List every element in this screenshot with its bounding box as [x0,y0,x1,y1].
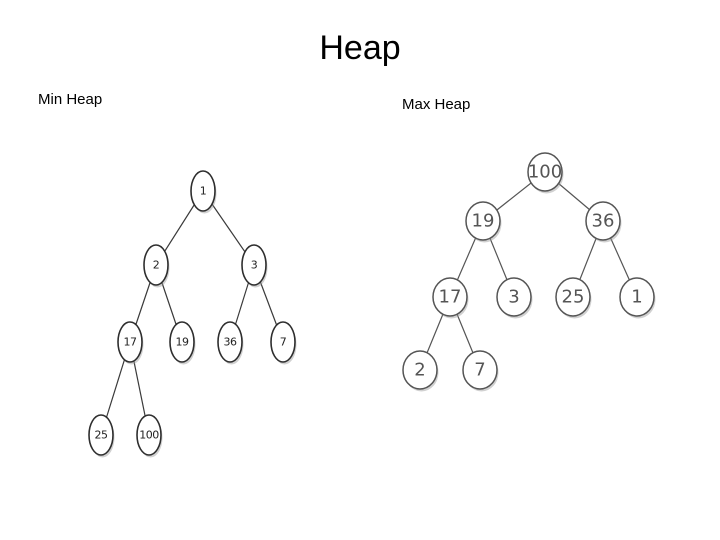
max-heap-caption: Max Heap [402,96,471,113]
min-heap-node-circle [88,414,114,456]
min-heap-node-label: 25 [95,429,108,442]
max-heap-node: 100 [527,152,564,194]
max-heap-node-label: 7 [474,360,485,381]
min-heap-node-circle [136,414,162,456]
max-heap-node-circle [585,201,621,241]
min-heap-node-label: 36 [224,336,237,349]
min-heap-node: 100 [136,414,163,458]
max-heap-node-label: 2 [414,360,425,381]
min-heap-node: 36 [217,321,244,365]
min-heap-node-circle [217,321,243,363]
min-heap-node-circle [169,321,195,363]
max-heap-node-circle [462,350,498,390]
min-heap-node-circle [190,170,216,212]
min-heap-node: 25 [88,414,115,458]
min-heap-node-label: 3 [251,259,258,272]
max-heap-node-circle [402,350,438,390]
max-heap-node-circle [432,277,468,317]
max-heap-node: 1 [619,277,656,319]
max-heap-node: 36 [585,201,622,243]
min-heap-node: 2 [143,244,170,288]
max-heap-node-label: 17 [439,287,462,308]
min-heap-node-label: 100 [139,429,159,442]
min-heap-node-label: 1 [200,185,207,198]
max-heap-node-label: 1 [631,287,642,308]
max-heap-node-label: 25 [562,287,585,308]
max-heap-node: 25 [555,277,592,319]
max-heap-node-circle [496,277,532,317]
max-heap-node: 2 [402,350,439,392]
min-heap-node-circle [143,244,169,286]
min-heap-node: 19 [169,321,196,365]
max-heap-node-label: 3 [508,287,519,308]
min-heap-node: 1 [190,170,217,214]
min-heap-node-label: 19 [176,336,189,349]
min-heap-node-circle [117,321,143,363]
max-heap-node: 3 [496,277,533,319]
max-heap-node-circle [465,201,501,241]
min-heap-node-label: 7 [280,336,287,349]
max-heap-node-circle [619,277,655,317]
max-heap-node-circle [527,152,563,192]
max-heap-node-circle [555,277,591,317]
slide-title: Heap [319,29,401,67]
max-heap-node-label: 100 [528,162,562,183]
min-heap-node-label: 17 [124,336,137,349]
min-heap-node-circle [241,244,267,286]
min-heap-node: 7 [270,321,297,365]
min-heap-caption: Min Heap [38,91,103,108]
min-heap-node: 17 [117,321,144,365]
max-heap-node: 17 [432,277,469,319]
max-heap-node: 7 [462,350,499,392]
max-heap-node-label: 19 [472,211,495,232]
max-heap-node: 19 [465,201,502,243]
max-heap-node-label: 36 [592,211,615,232]
min-heap-node: 3 [241,244,268,288]
min-heap-node-circle [270,321,296,363]
min-heap-node-label: 2 [153,259,160,272]
